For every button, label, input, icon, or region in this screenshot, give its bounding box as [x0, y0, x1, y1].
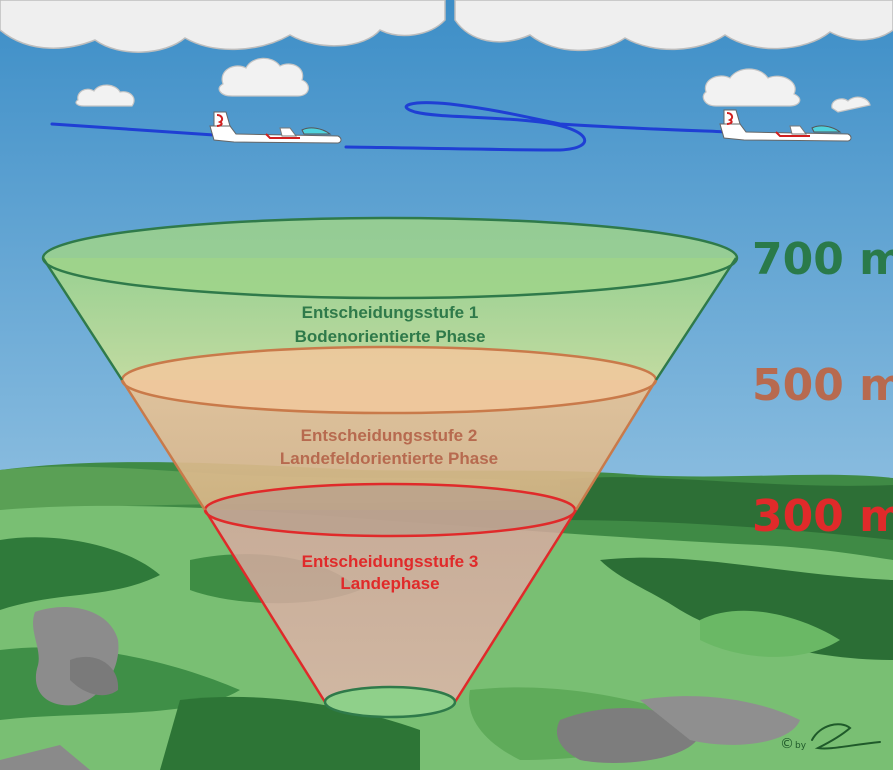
altitude-300-label: 300 m	[752, 491, 893, 542]
decision-funnel	[41, 216, 739, 719]
copyright-mark: © by	[780, 723, 881, 752]
stage1-top-ellipse	[41, 216, 739, 300]
stage3-band	[205, 510, 576, 702]
stage1-title: Entscheidungsstufe 1	[302, 303, 479, 322]
altitude-700-label: 700 m	[752, 234, 893, 285]
signature-icon	[811, 723, 881, 750]
landing-field-ellipse	[323, 685, 457, 719]
stage2-subtitle: Landefeldorientierte Phase	[280, 449, 498, 468]
stage2-band	[122, 380, 656, 510]
cloud-icon	[454, 0, 893, 52]
flight-path	[50, 101, 732, 152]
glider-icon	[719, 109, 852, 142]
copyright-by: by	[795, 741, 807, 751]
stage3-title: Entscheidungsstufe 3	[302, 552, 479, 571]
stage3-subtitle: Landephase	[340, 574, 439, 593]
cloud-icon	[702, 68, 801, 107]
cloud-icon	[0, 0, 446, 53]
cloud-icon	[218, 57, 309, 97]
altitude-500-label: 500 m	[752, 360, 893, 411]
stage2-title: Entscheidungsstufe 2	[301, 426, 478, 445]
glider-icon	[209, 111, 342, 144]
stage2-top-ellipse	[120, 345, 658, 415]
stage3-top-ellipse	[203, 482, 577, 538]
cloud-icon	[75, 84, 135, 107]
cloud-icon	[831, 96, 871, 113]
copyright-symbol: ©	[780, 736, 794, 752]
stage1-subtitle: Bodenorientierte Phase	[295, 327, 486, 346]
